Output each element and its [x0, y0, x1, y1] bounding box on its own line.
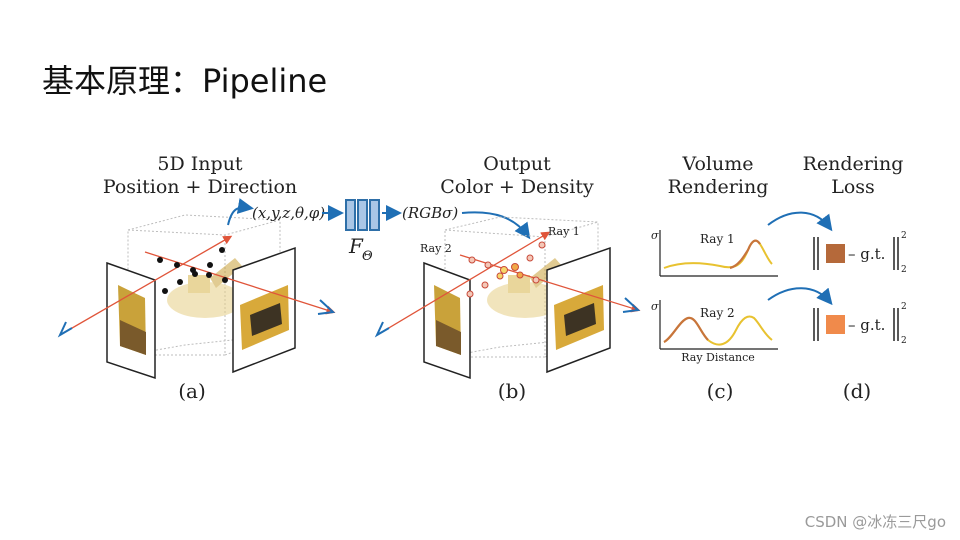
- ray-2-a: [144, 251, 336, 315]
- panel-b-caption: (b): [498, 379, 526, 403]
- xaxis-label: Ray Distance: [681, 351, 755, 364]
- loss2-text: – g.t.: [848, 316, 885, 334]
- panel-b: Output Color + Density: [374, 153, 641, 403]
- loss-term-2: – g.t. 2 2: [813, 302, 907, 346]
- network-label: F: [348, 234, 364, 258]
- input-to-formula-arrow: [227, 198, 254, 226]
- panel-c-header-line2: Rendering: [668, 176, 769, 198]
- camera-arrow-left-b: [374, 321, 390, 338]
- panel-c-caption: (c): [707, 379, 734, 403]
- ray-1-b: [376, 231, 551, 336]
- ray1-label-b: Ray 1: [548, 225, 580, 238]
- loss-term-1: – g.t. 2 2: [813, 231, 907, 275]
- panel-b-header-line1: Output: [483, 153, 551, 175]
- output-formula: (RGBσ): [402, 204, 458, 222]
- panel-d-header-line2: Loss: [831, 176, 875, 198]
- camera-arrow-left-a: [57, 321, 73, 338]
- nerf-pipeline-figure: 5D Input Position + Direction: [57, 153, 907, 403]
- panel-a-header-line1: 5D Input: [157, 153, 243, 175]
- density-plot-ray1: σ Ray 1: [651, 229, 778, 277]
- panel-a-header-line2: Position + Direction: [103, 176, 297, 198]
- plot1-to-loss-arrow: [767, 211, 833, 232]
- image-plane-left-b: [423, 261, 471, 380]
- csdn-watermark: CSDN @冰冻三尺go: [804, 513, 946, 531]
- panel-d: Rendering Loss – g.t. 2 2 – g.t. 2 2 (d): [767, 153, 907, 403]
- loss1-sub: 2: [901, 265, 907, 275]
- loss2-sub: 2: [901, 336, 907, 346]
- image-plane-right-b: [546, 246, 611, 374]
- panel-d-caption: (d): [843, 379, 871, 403]
- scene-object-a: [167, 258, 243, 318]
- loss1-sup: 2: [901, 231, 907, 241]
- panel-b-header-line2: Color + Density: [440, 176, 594, 198]
- ray2-label-b: Ray 2: [420, 242, 452, 255]
- panel-a-caption: (a): [178, 379, 206, 403]
- panel-c: Volume Rendering σ Ray 1 σ Ray 2 Ray Dis…: [651, 153, 778, 403]
- network-subscript: Θ: [362, 249, 373, 264]
- camera-arrow-right-b: [622, 297, 641, 313]
- sample-points-a: [157, 247, 228, 294]
- rendered-color-swatch-2: [826, 315, 845, 334]
- network-block: F Θ: [345, 199, 380, 264]
- image-plane-right-a: [232, 246, 296, 374]
- loss2-sup: 2: [901, 302, 907, 312]
- sample-points-b: [466, 241, 546, 298]
- plot1-label: Ray 1: [700, 232, 735, 246]
- sigma-symbol-1: σ: [651, 229, 659, 242]
- slide-title: 基本原理：Pipeline: [42, 62, 328, 100]
- plot2-to-loss-arrow: [767, 287, 833, 306]
- ray-1-a: [59, 235, 233, 336]
- plot2-label: Ray 2: [700, 306, 735, 320]
- camera-arrow-right-a: [317, 299, 336, 315]
- image-plane-left-a: [106, 261, 156, 380]
- input-formula: (x,y,z,θ,φ): [252, 204, 325, 222]
- panel-d-header-line1: Rendering: [803, 153, 904, 175]
- panel-a: 5D Input Position + Direction: [57, 153, 336, 403]
- sigma-symbol-2: σ: [651, 300, 659, 313]
- panel-c-header-line1: Volume: [682, 153, 754, 175]
- density-plot-ray2: σ Ray 2 Ray Distance: [651, 300, 778, 364]
- loss1-text: – g.t.: [848, 245, 885, 263]
- formula-to-sample-arrow: [461, 211, 531, 240]
- rendered-color-swatch-1: [826, 244, 845, 263]
